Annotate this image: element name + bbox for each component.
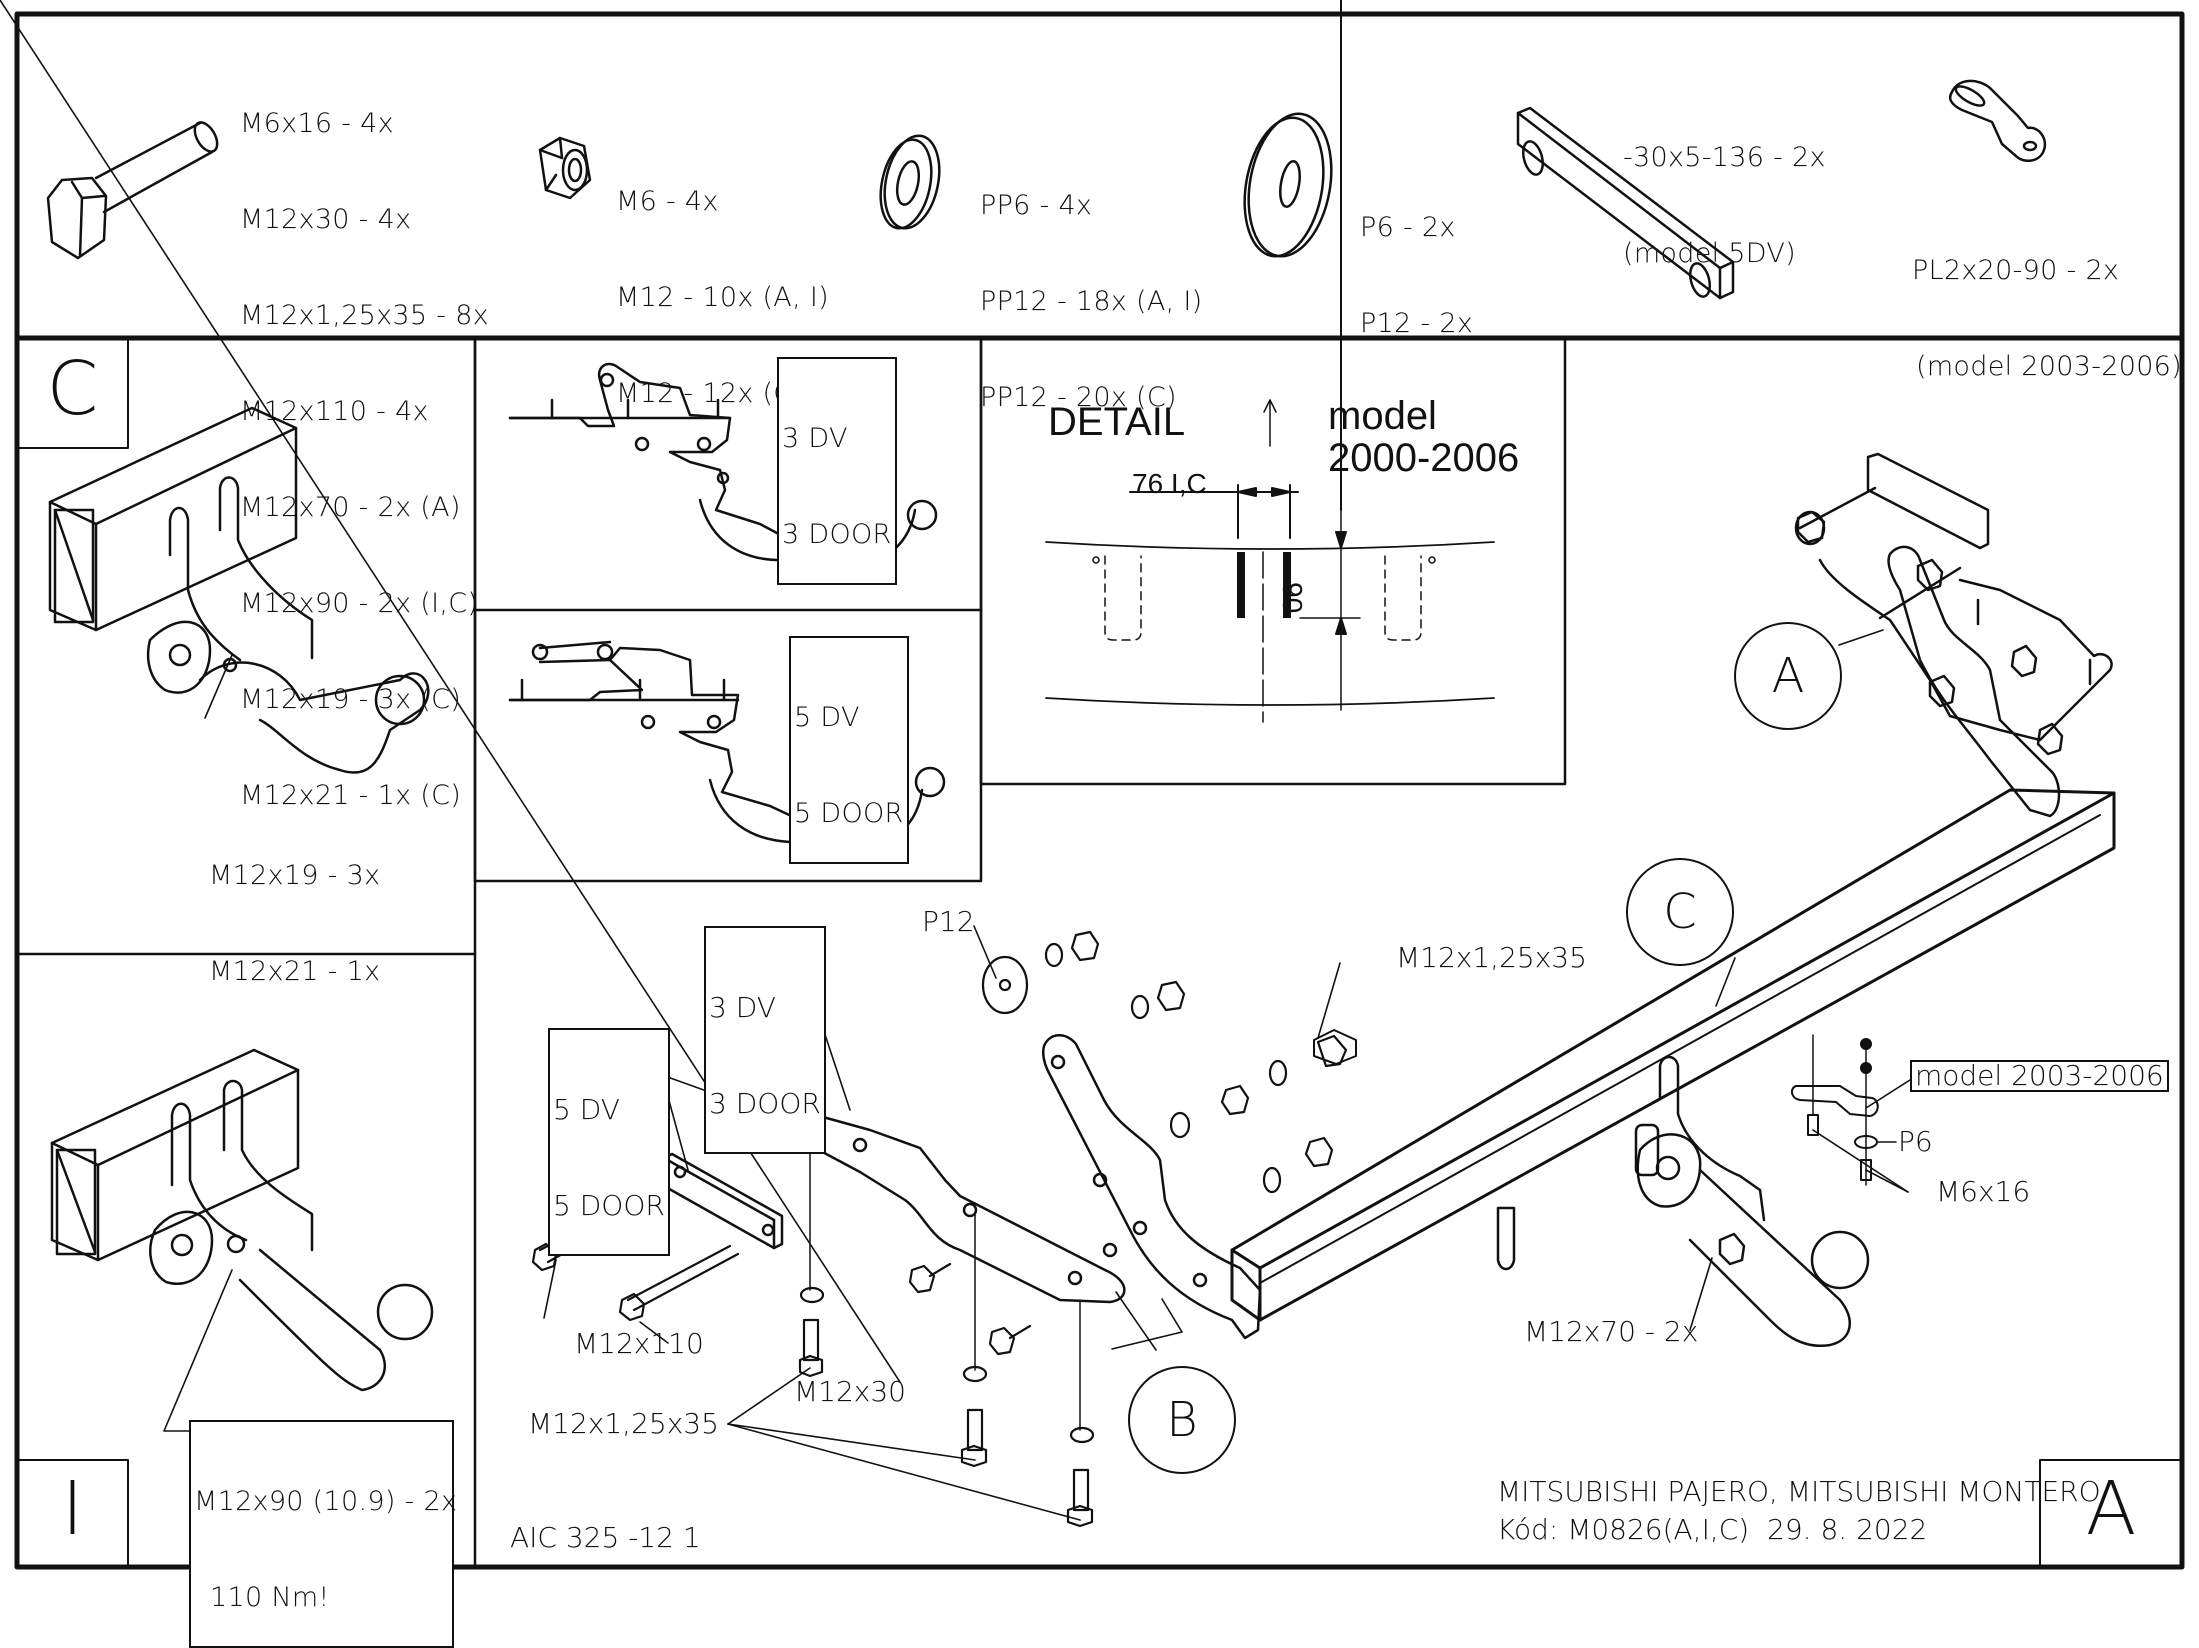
circle-letter: B (1166, 1392, 1198, 1448)
side-view-5door-label: 5 DV 5 DOOR (789, 636, 909, 864)
variant-c-callout: M12x19 - 3x M12x21 - 1x (209, 796, 380, 1020)
flat-washer-line: P6 - 2x (1360, 212, 1456, 243)
bolt-line: M12x1,25x35 - 8x (240, 300, 489, 331)
callout-circle-c: C (1626, 858, 1734, 966)
label-line: 3 DOOR (782, 519, 892, 550)
label-m6x16: M6x16 (1936, 1175, 2031, 1208)
left-side-plate-drawing (1042, 1034, 1262, 1340)
label-m12x125x35-left: M12x1,25x35 (528, 1407, 719, 1440)
plate-line: (model 5DV) (1623, 238, 1796, 269)
bracket-list: PL2x20-90 - 2x (model 2003-2006) (1912, 191, 2182, 415)
callout-line: M12x19 - 3x (209, 860, 381, 891)
bent-bracket-icon (1948, 79, 2047, 163)
bracket-a-drawing (1794, 452, 2113, 818)
vehicle-name: MITSUBISHI PAJERO, MITSUBISHI MONTERO (1497, 1475, 2101, 1508)
detail-height-dimension: 90 (1277, 582, 1308, 614)
large-washer-icon (1243, 112, 1333, 258)
product-code-date: Kód: M0826(A,I,C) 29. 8. 2022 (1497, 1513, 1928, 1546)
label-3door: 3 DV 3 DOOR (704, 926, 826, 1154)
callout-line: 110 Nm! (210, 1582, 330, 1613)
variant-a-letter: A (2085, 1466, 2137, 1552)
variant-c-letter: C (46, 346, 99, 432)
bolt-line: M12x110 - 4x (240, 396, 429, 427)
label-m12x30: M12x30 (794, 1375, 906, 1408)
callout-line: M12x90 (10.9) - 2x (194, 1486, 458, 1517)
variant-c-drawing (48, 406, 430, 774)
plate-line: -30x5-136 - 2x (1623, 142, 1826, 173)
detail-diagram (1045, 0, 1495, 723)
callout-circle-b: B (1128, 1366, 1236, 1474)
label-line: 3 DV (709, 991, 776, 1024)
side-view-5door-drawing (508, 640, 946, 848)
hex-nut-icon (538, 136, 592, 200)
hex-bolt-icon (46, 121, 219, 260)
bolt-line: M12x19 - 3x (C) (240, 684, 462, 715)
frame-lines (14, 11, 2185, 1570)
bolt-line: M6x16 - 4x (240, 108, 394, 139)
bracket-line: (model 2003-2006) (1916, 351, 2182, 382)
plate-list: -30x5-136 - 2x (model 5DV) (1623, 78, 1826, 302)
main-crossbar-drawing (1230, 788, 2116, 1322)
washer-line: PP12 - 20x (C) (980, 382, 1177, 413)
nut-line: M12 - 10x (A, I) (616, 282, 829, 313)
flat-washers-list: P6 - 2x P12 - 2x (1360, 148, 1473, 372)
detail-title: DETAIL (1048, 400, 1186, 444)
bolts-list: M6x16 - 4x M12x30 - 4x M12x1,25x35 - 8x … (240, 44, 489, 844)
label-line: 5 DV (553, 1093, 620, 1126)
label-line: 5 DV (794, 702, 860, 733)
flat-washer-line: P12 - 2x (1360, 308, 1474, 339)
variant-i-callout: M12x90 (10.9) - 2x 110 Nm! (189, 1420, 458, 1648)
drawing-number: AIC 325 -12 1 (510, 1521, 701, 1554)
label-m12x70: M12x70 - 2x (1524, 1315, 1699, 1348)
callout-line: M12x21 - 1x (209, 956, 381, 987)
circle-letter: A (1771, 648, 1805, 704)
nut-line: M6 - 4x (616, 186, 719, 217)
label-m12x110: M12x110 (574, 1327, 704, 1360)
bracket-line: PL2x20-90 - 2x (1912, 255, 2120, 286)
washer-line: PP6 - 4x (980, 190, 1093, 221)
side-view-3door-label: 3 DV 3 DOOR (777, 357, 897, 585)
label-p12: P12 (922, 905, 975, 938)
variant-i-drawing (50, 1048, 434, 1392)
label-p6: P6 (1898, 1125, 1933, 1158)
detail-model-years: 2000-2006 (1328, 436, 1520, 480)
label-m12x125x35-right: M12x1,25x35 (1396, 941, 1587, 974)
tow-hook-drawing (1496, 1055, 1870, 1348)
label-line: 3 DOOR (709, 1087, 821, 1120)
bolt-line: M12x70 - 2x (A) (240, 492, 461, 523)
spring-washers-list: PP6 - 4x PP12 - 18x (A, I) PP12 - 20x (C… (980, 126, 1203, 446)
washer-icon (879, 134, 941, 230)
callout-circle-a: A (1734, 622, 1842, 730)
label-5door: 5 DV 5 DOOR (548, 1028, 670, 1256)
label-line: 5 DOOR (553, 1189, 665, 1222)
bolt-line: M12x90 - 2x (I,C) (240, 588, 479, 619)
detail-model-label: model (1328, 394, 1437, 438)
circle-letter: C (1663, 884, 1697, 940)
bracket-2003-drawing (1790, 1034, 1879, 1186)
label-model-2003-2006: model 2003-2006 (1910, 1060, 2169, 1092)
flat-plate-icon (1516, 106, 1735, 300)
bolt-line: M12x21 - 1x (C) (240, 780, 462, 811)
label-line: 3 DV (782, 423, 848, 454)
label-line: 5 DOOR (794, 798, 904, 829)
detail-width-dimension: 76 I,C (1132, 468, 1207, 499)
variant-i-letter: I (61, 1466, 84, 1552)
bolt-line: M12x30 - 4x (240, 204, 412, 235)
washer-line: PP12 - 18x (A, I) (980, 286, 1203, 317)
